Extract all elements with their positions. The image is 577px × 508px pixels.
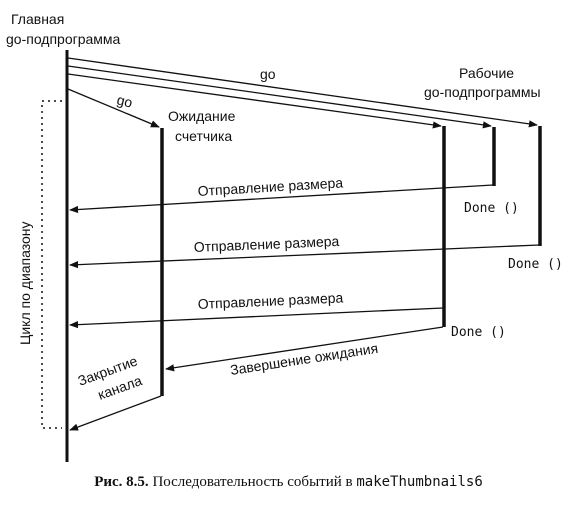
done-label-1: Done () [464,201,519,216]
go-label-upper: go [260,66,276,82]
wait-end-label: Завершение ожидания [229,340,379,378]
wait-end-arrow [165,326,444,372]
send-size-arrow-1 [69,184,494,214]
done-label-3: Done () [451,325,506,340]
go-arrow-waiter [67,88,160,128]
worker-goroutines-label-line2: go-подпрограммы [424,84,541,100]
go-arrow-worker-2 [67,65,492,129]
main-goroutine-label-line2: go-подпрограмма [6,31,121,47]
range-loop-bracket [41,100,62,429]
wait-counter-label-line1: Ожидание [168,108,236,124]
send-size-arrow-2 [69,244,540,269]
wait-counter-label-line2: счетчика [175,128,232,144]
main-goroutine-label-line1: Главная [11,11,64,27]
send-size-label-2: Отправление размера [193,233,339,255]
go-arrow-worker-3 [67,57,538,128]
range-loop-label: Цикл по диапазону [17,221,33,345]
send-size-arrow-3 [69,307,444,329]
caption-code: makeThumbnails6 [356,474,483,490]
caption-text: Последовательность событий в [148,474,357,490]
figure-number: Рис. 8.5. [94,474,149,490]
figure-caption: Рис. 8.5. Последовательность событий в m… [0,474,577,491]
worker-goroutines-label-line1: Рабочие [459,65,514,81]
go-label-lower: go [115,91,134,110]
go-arrow-worker-1 [67,73,442,129]
close-channel-arrow [69,395,162,431]
send-size-label-3: Отправление размера [197,289,343,312]
done-label-2: Done () [508,257,563,272]
